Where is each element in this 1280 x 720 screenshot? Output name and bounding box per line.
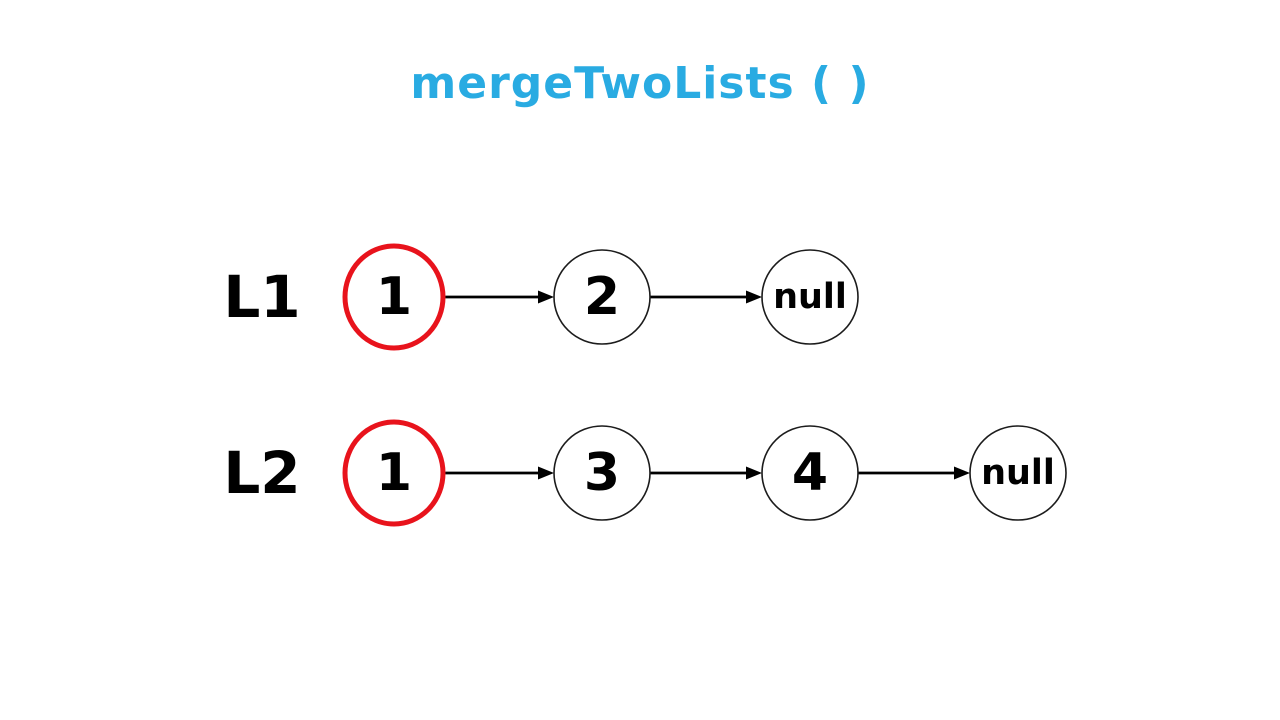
highlighted-node-circle	[342, 243, 446, 351]
node-value: null	[981, 453, 1055, 493]
arrow	[858, 466, 970, 480]
node-circle	[761, 425, 859, 521]
list-label: L1	[223, 263, 300, 331]
list-node: 4	[761, 425, 859, 521]
arrow-head	[746, 466, 762, 480]
arrow-head	[746, 290, 762, 304]
linked-list-row: L1 1 2 null	[223, 243, 859, 351]
diagram-title: mergeTwoLists ( )	[410, 58, 870, 109]
arrow-head	[538, 466, 554, 480]
list-node: 1	[342, 419, 446, 527]
node-value: 3	[584, 443, 620, 503]
list-label: L2	[223, 439, 300, 507]
arrow-head	[954, 466, 970, 480]
arrow	[445, 466, 554, 480]
list-node: 2	[553, 249, 651, 345]
node-circle	[553, 425, 651, 521]
highlighted-node-circle	[342, 419, 446, 527]
arrow	[445, 290, 554, 304]
linked-list-row: L2 1 3 4 null	[223, 419, 1067, 527]
list-node: null	[761, 249, 859, 345]
node-circle	[969, 425, 1067, 521]
list-node: 3	[553, 425, 651, 521]
node-value: 1	[376, 443, 412, 503]
node-circle	[553, 249, 651, 345]
arrow	[650, 466, 762, 480]
arrow-head	[538, 290, 554, 304]
list-node: 1	[342, 243, 446, 351]
arrow	[650, 290, 762, 304]
node-value: 1	[376, 267, 412, 327]
node-value: 2	[584, 267, 620, 327]
node-circle	[761, 249, 859, 345]
list-node: null	[969, 425, 1067, 521]
node-value: 4	[792, 443, 828, 503]
node-value: null	[773, 277, 847, 317]
